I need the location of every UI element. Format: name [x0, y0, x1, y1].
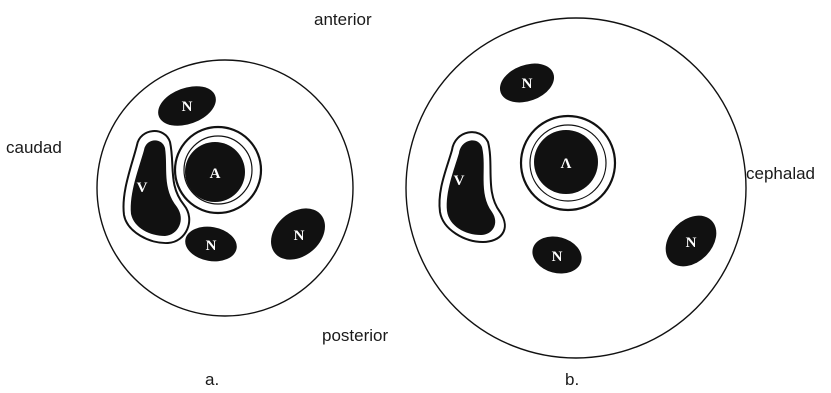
panel-b-artery-lumen: [534, 130, 598, 194]
panel-b-outline: [405, 17, 747, 359]
panel-a-outline: [96, 59, 354, 317]
panel-a-nerve-top-label: N: [182, 99, 193, 115]
panel-b: N Λ V N N: [405, 17, 747, 359]
panel-b-nerve-top-label: N: [522, 76, 533, 92]
panel-b-nerve-bottom: [532, 236, 582, 274]
panel-b-nerve-top: [499, 63, 555, 103]
label-posterior: posterior: [322, 326, 388, 345]
panel-a-nerve-right-label: N: [294, 228, 305, 244]
panel-a-nerve-bottom: [185, 226, 237, 262]
panel-a-vein-label: V: [137, 180, 148, 196]
panel-b-nerve-right-label: N: [686, 235, 697, 251]
label-panel-b: b.: [565, 370, 579, 389]
panel-b-nerve-bottom-label: N: [552, 249, 563, 265]
panel-a-nerve-right: [271, 208, 325, 260]
panel-a-artery-label: A: [210, 166, 221, 182]
label-panel-a: a.: [205, 370, 219, 389]
label-anterior: anterior: [314, 10, 372, 29]
panel-a-artery-lumen: [185, 142, 245, 202]
label-cephalad: cephalad: [746, 164, 815, 183]
panel-b-nerve-right: [665, 215, 717, 267]
panel-a-vein-lumen: [130, 140, 181, 236]
panel-a: N A V N N: [96, 59, 354, 317]
panel-a-nerve-bottom-label: N: [206, 238, 217, 254]
panel-b-vein-lumen: [446, 140, 496, 235]
label-caudad: caudad: [6, 138, 62, 157]
panel-a-nerve-top: [158, 86, 216, 126]
panel-b-artery-label: Λ: [561, 156, 572, 172]
panel-b-vein-label: V: [454, 173, 465, 189]
